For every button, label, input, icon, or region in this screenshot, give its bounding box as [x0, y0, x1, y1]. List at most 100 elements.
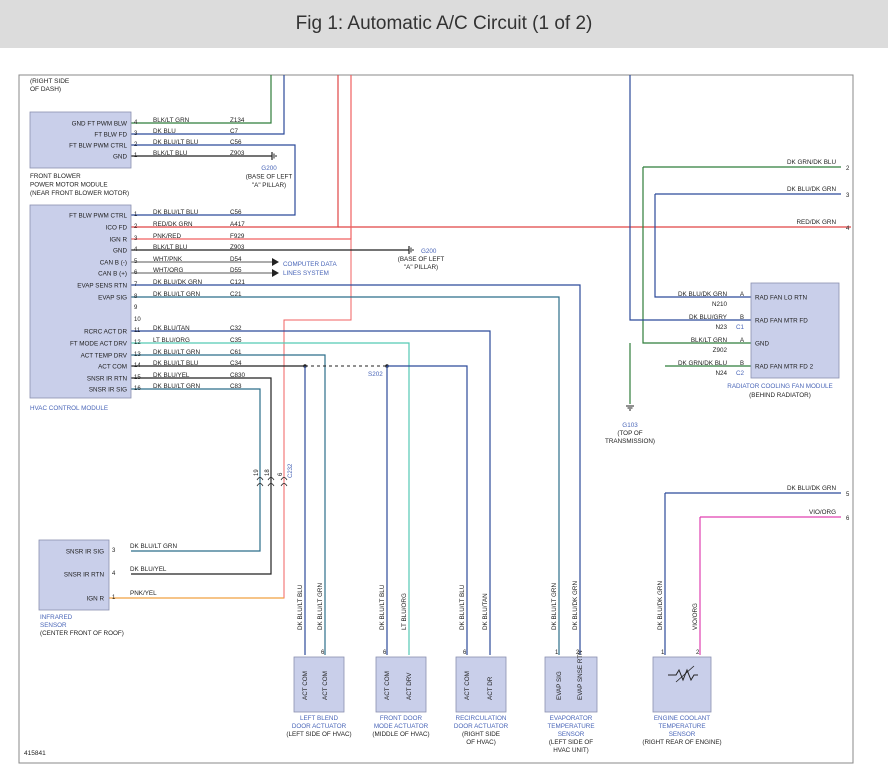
hvac-wire-color: DK BLU/LT GRN [153, 383, 200, 390]
right-wire-num: 6 [846, 516, 850, 522]
actuator-wire-color: VIO/ORG [692, 603, 699, 630]
right-wire-num: 5 [846, 492, 850, 498]
connector-arc [256, 483, 264, 487]
hvac-circuit: C35 [230, 337, 242, 344]
blower-circuit: C56 [230, 139, 242, 146]
actuator-label: HVAC UNIT) [553, 747, 589, 754]
hvac-pin-name: CAN B (-) [100, 260, 127, 267]
arrow-can-b-minus [272, 258, 279, 266]
actuator-label: SENSOR [669, 731, 696, 738]
diagram-frame [18, 74, 854, 764]
blower-circuit: C7 [230, 128, 239, 135]
top-note-line1: (RIGHT SIDE [30, 78, 70, 85]
actuator-label: EVAPORATOR [550, 715, 593, 722]
hvac-ground-label: (BASE OF LEFT [398, 256, 445, 263]
actuator-wire-color: DK BLU/LT BLU [297, 584, 304, 630]
wire-c830 [131, 377, 272, 575]
hvac-circuit: D55 [230, 267, 242, 274]
figure-header: Fig 1: Automatic A/C Circuit (1 of 2) [0, 0, 888, 48]
blower-wire-color: DK BLU [153, 128, 176, 135]
hvac-pin-num: 9 [134, 305, 138, 311]
connector-arc [280, 483, 288, 487]
blower-wire-color: DK BLU/LT BLU [153, 139, 199, 146]
actuator-pin-name: EVAP SNSE RTN [577, 650, 584, 700]
blower-ground-label: G200 [261, 165, 277, 172]
radiator-module-box [750, 282, 840, 379]
hvac-wire-color: LT BLU/ORG [153, 337, 190, 344]
hvac-pin-name: SNSR IR RTN [87, 376, 128, 383]
ir-wire-color: PNK/YEL [130, 590, 157, 597]
actuator-label: OF HVAC) [466, 739, 496, 746]
actuator-label: DOOR ACTUATOR [292, 723, 347, 730]
radiator-pin-name: RAD FAN LO RTN [755, 295, 807, 302]
actuator-pin-num: 1 [555, 650, 559, 656]
hvac-pin-num: 8 [134, 294, 138, 300]
actuator-box [652, 656, 712, 713]
actuator-pin-name: EVAP SIG [556, 671, 563, 700]
hvac-pin-name: EVAP SIG [98, 295, 127, 302]
hvac-pin-num: 14 [134, 363, 141, 369]
hvac-ground-label: G200 [421, 248, 437, 255]
connector-arc [267, 477, 275, 481]
blower-module-label: FRONT BLOWER [30, 173, 81, 180]
hvac-pin-num: 5 [134, 259, 138, 265]
right-wire-num: 4 [846, 226, 850, 232]
blower-wire-color: BLK/LT BLU [153, 150, 188, 157]
radiator-wire-color: DK BLU/GRY [689, 314, 728, 321]
radiator-circuit: Z902 [713, 347, 728, 354]
actuator-wire-color: DK BLU/LT GRN [551, 583, 558, 630]
hvac-circuit: C830 [230, 372, 246, 379]
blower-ground-label: "A" PILLAR) [252, 182, 286, 189]
ir-pin-num: 4 [112, 571, 116, 577]
radiator-connector: C2 [736, 370, 745, 377]
hvac-circuit: C83 [230, 383, 242, 390]
blower-module-label: (NEAR FRONT BLOWER MOTOR) [30, 190, 129, 197]
hvac-circuit: C56 [230, 209, 242, 216]
hvac-circuit: Z903 [230, 244, 245, 251]
hvac-circuit: C34 [230, 360, 242, 367]
right-wire-color: DK BLU/DK GRN [787, 485, 836, 492]
connector-pin-num: 6 [278, 472, 284, 476]
hvac-wire-color: DK BLU/LT GRN [153, 349, 200, 356]
hvac-ground-label: "A" PILLAR) [404, 264, 438, 271]
blower-pin-num: 2 [134, 142, 138, 148]
actuator-label: MODE ACTUATOR [374, 723, 429, 730]
actuator-label: FRONT DOOR [380, 715, 423, 722]
hvac-pin-num: 7 [134, 282, 138, 288]
hvac-circuit: C61 [230, 349, 242, 356]
figure-title: Fig 1: Automatic A/C Circuit (1 of 2) [295, 13, 593, 34]
blower-pin-num: 4 [134, 120, 138, 126]
wire-c83 [131, 388, 261, 552]
ir-sensor-label: SENSOR [40, 622, 67, 629]
hvac-pin-num: 2 [134, 224, 138, 230]
wire-c7 [131, 75, 285, 135]
actuator-label: TEMPERATURE [547, 723, 594, 730]
hvac-pin-num: 16 [134, 386, 141, 392]
actuator-label: TEMPERATURE [658, 723, 705, 730]
hvac-pin-name: GND [113, 248, 127, 255]
hvac-pin-name: IGN R [110, 237, 128, 244]
hvac-pin-num: 12 [134, 340, 141, 346]
blower-pin-name: FT BLW PWM CTRL [69, 143, 127, 150]
actuator-wire-color: DK BLU/DK GRN [572, 581, 579, 630]
radiator-ground-label: G103 [622, 422, 638, 429]
hvac-pin-num: 1 [134, 212, 138, 218]
right-wire-color: DK GRN/DK BLU [787, 159, 836, 166]
actuator-wire-color: DK BLU/TAN [482, 593, 489, 630]
wire-n24-z902 [642, 167, 751, 344]
connector-arc [267, 483, 275, 487]
hvac-circuit: A417 [230, 221, 245, 228]
wire-c34-recirc [387, 365, 468, 655]
right-wire-color: DK BLU/DK GRN [787, 186, 836, 193]
hvac-pin-num: 11 [134, 328, 141, 334]
actuator-label: ENGINE COOLANT [654, 715, 710, 722]
hvac-pin-name: RCRC ACT DR [84, 329, 127, 336]
actuator-box [375, 656, 427, 713]
radiator-wire-color: DK GRN/DK BLU [678, 360, 727, 367]
hvac-pin-num: 10 [134, 317, 141, 323]
radiator-pin-letter: A [740, 338, 744, 344]
blower-module-box [29, 111, 132, 169]
radiator-connector: C1 [736, 324, 745, 331]
